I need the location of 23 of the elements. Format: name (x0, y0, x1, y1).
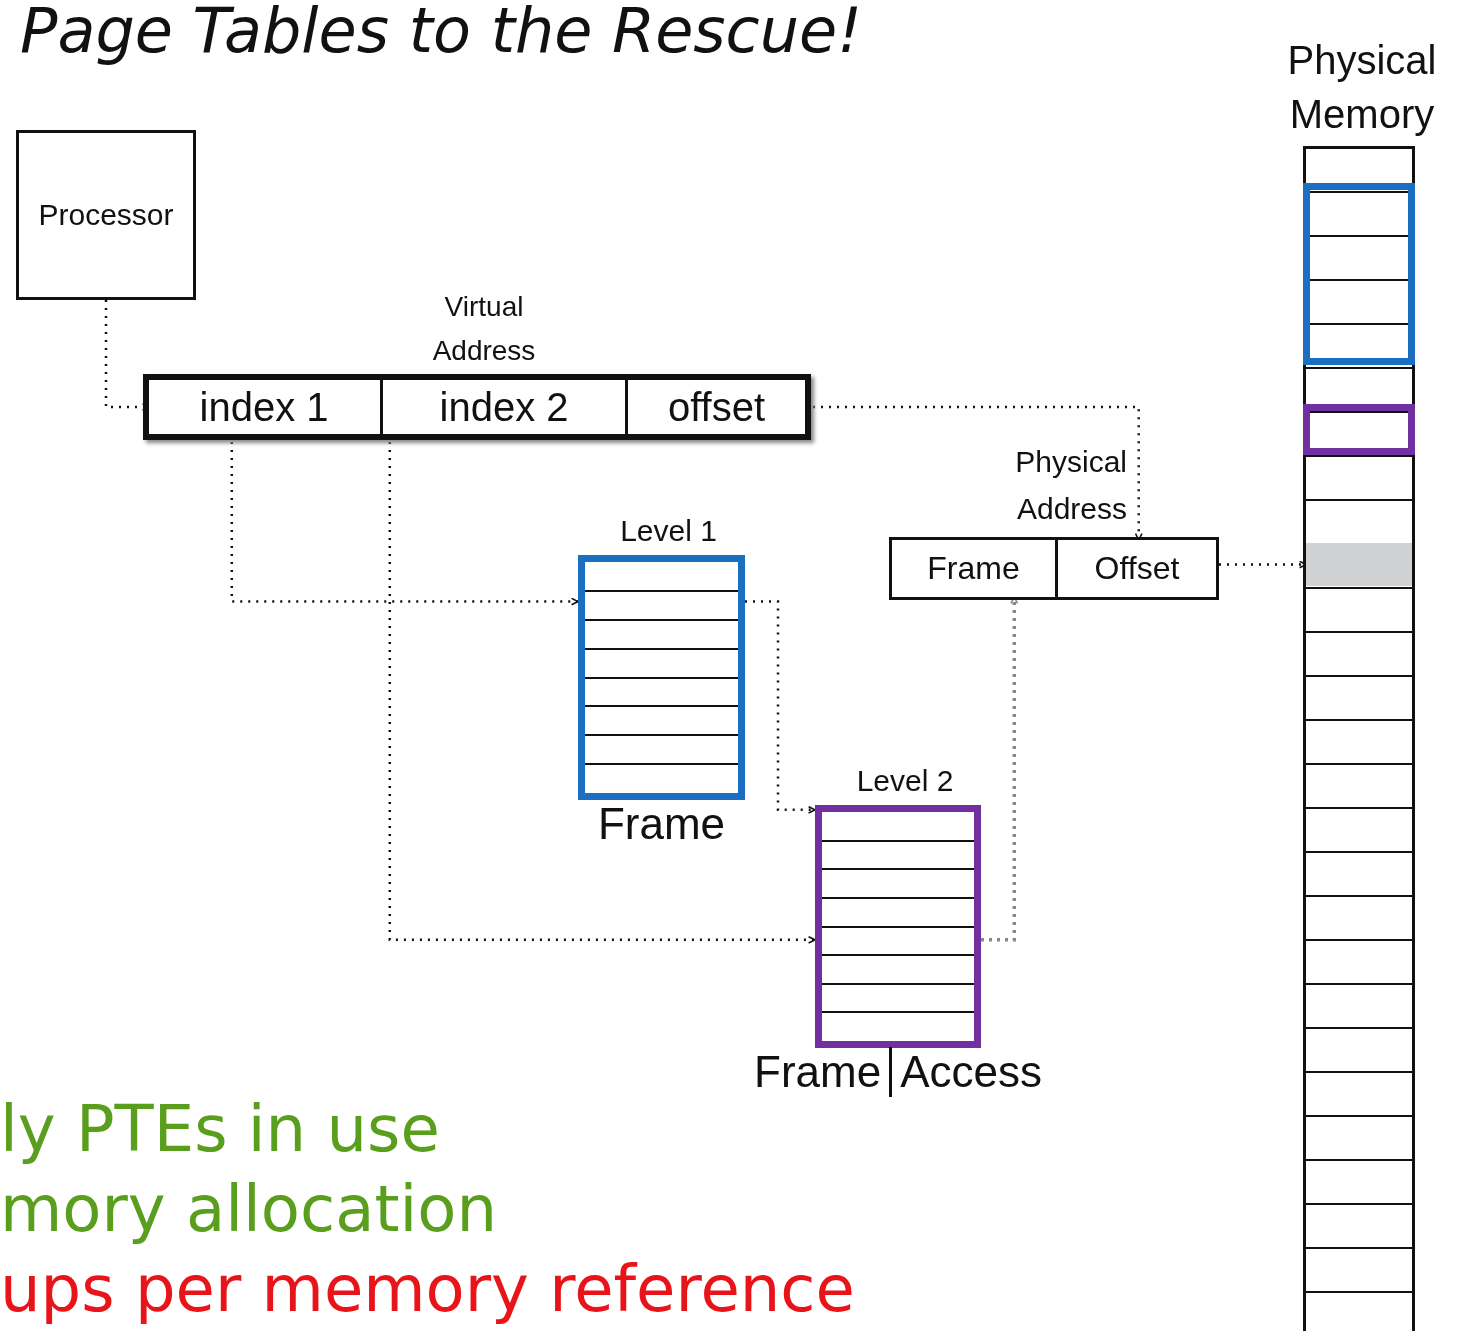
table-label: Level 1 (620, 513, 717, 547)
bullet-text: ly PTEs in use (0, 1092, 440, 1166)
field-label: index 1 (199, 384, 329, 430)
table-label: Level 2 (856, 763, 954, 797)
field-label: Offset (1094, 550, 1180, 587)
address-label: Physical Address (1015, 445, 1127, 525)
processor-box (16, 130, 196, 300)
memory-row (1306, 543, 1412, 586)
bullet-text: ups per memory reference (0, 1252, 855, 1326)
field-label: offset (667, 384, 766, 430)
column-label: Physical Memory (1287, 38, 1437, 136)
memory-block (1303, 404, 1415, 455)
caption-label: Frame (596, 799, 727, 849)
caption-label: Frame (753, 1047, 883, 1097)
memory-block (1303, 183, 1415, 365)
field-label: index 2 (439, 384, 569, 430)
bullet-text: mory allocation (0, 1172, 497, 1246)
register-label: Virtual Address (432, 291, 536, 366)
arrow (745, 600, 816, 814)
caption-label: Access (889, 1047, 1050, 1097)
slide-title: Page Tables to the Rescue! (20, 0, 862, 67)
node-label: Processor (38, 198, 174, 232)
field-label: Frame (927, 550, 1020, 587)
